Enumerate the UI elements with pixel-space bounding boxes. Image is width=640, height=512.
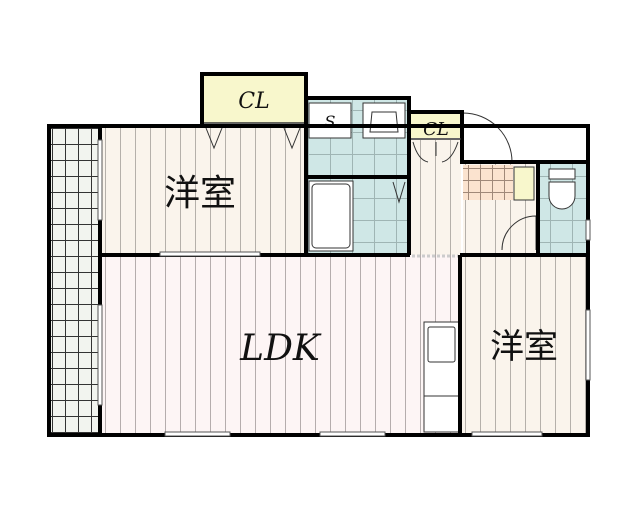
western-room-top-label: 洋室	[164, 173, 236, 214]
closet-door-arcs	[412, 141, 459, 163]
toilet-bowl-icon	[548, 181, 576, 210]
windows	[97, 139, 591, 437]
toilet-tank	[548, 168, 576, 180]
bath-door-mark	[392, 181, 406, 204]
bathroom-wall	[307, 175, 409, 179]
closet-door-marks	[205, 127, 301, 150]
ldk-room	[100, 255, 460, 435]
storage-box	[308, 102, 352, 139]
walls-thin	[204, 122, 461, 140]
ldk-label: LDK	[239, 328, 322, 369]
toilet-door-icon[interactable]	[501, 215, 537, 251]
genkan-tiles	[463, 165, 513, 200]
bathtub-inner	[311, 183, 351, 249]
entrance-door-icon[interactable]	[462, 112, 513, 164]
shoe-cabinet	[513, 166, 535, 201]
closet-hall-label: CL	[423, 119, 449, 140]
balcony	[49, 127, 99, 434]
closet-top	[204, 75, 304, 123]
hallway	[411, 140, 461, 255]
western-room-top	[100, 125, 305, 255]
kitchen-sink	[427, 326, 456, 363]
storage-label: S	[325, 112, 336, 131]
washbasin-bowl-icon	[369, 111, 399, 133]
western-room-right-label: 洋室	[490, 327, 558, 367]
closet-top-label: CL	[238, 89, 269, 114]
western-room-right	[460, 255, 588, 435]
